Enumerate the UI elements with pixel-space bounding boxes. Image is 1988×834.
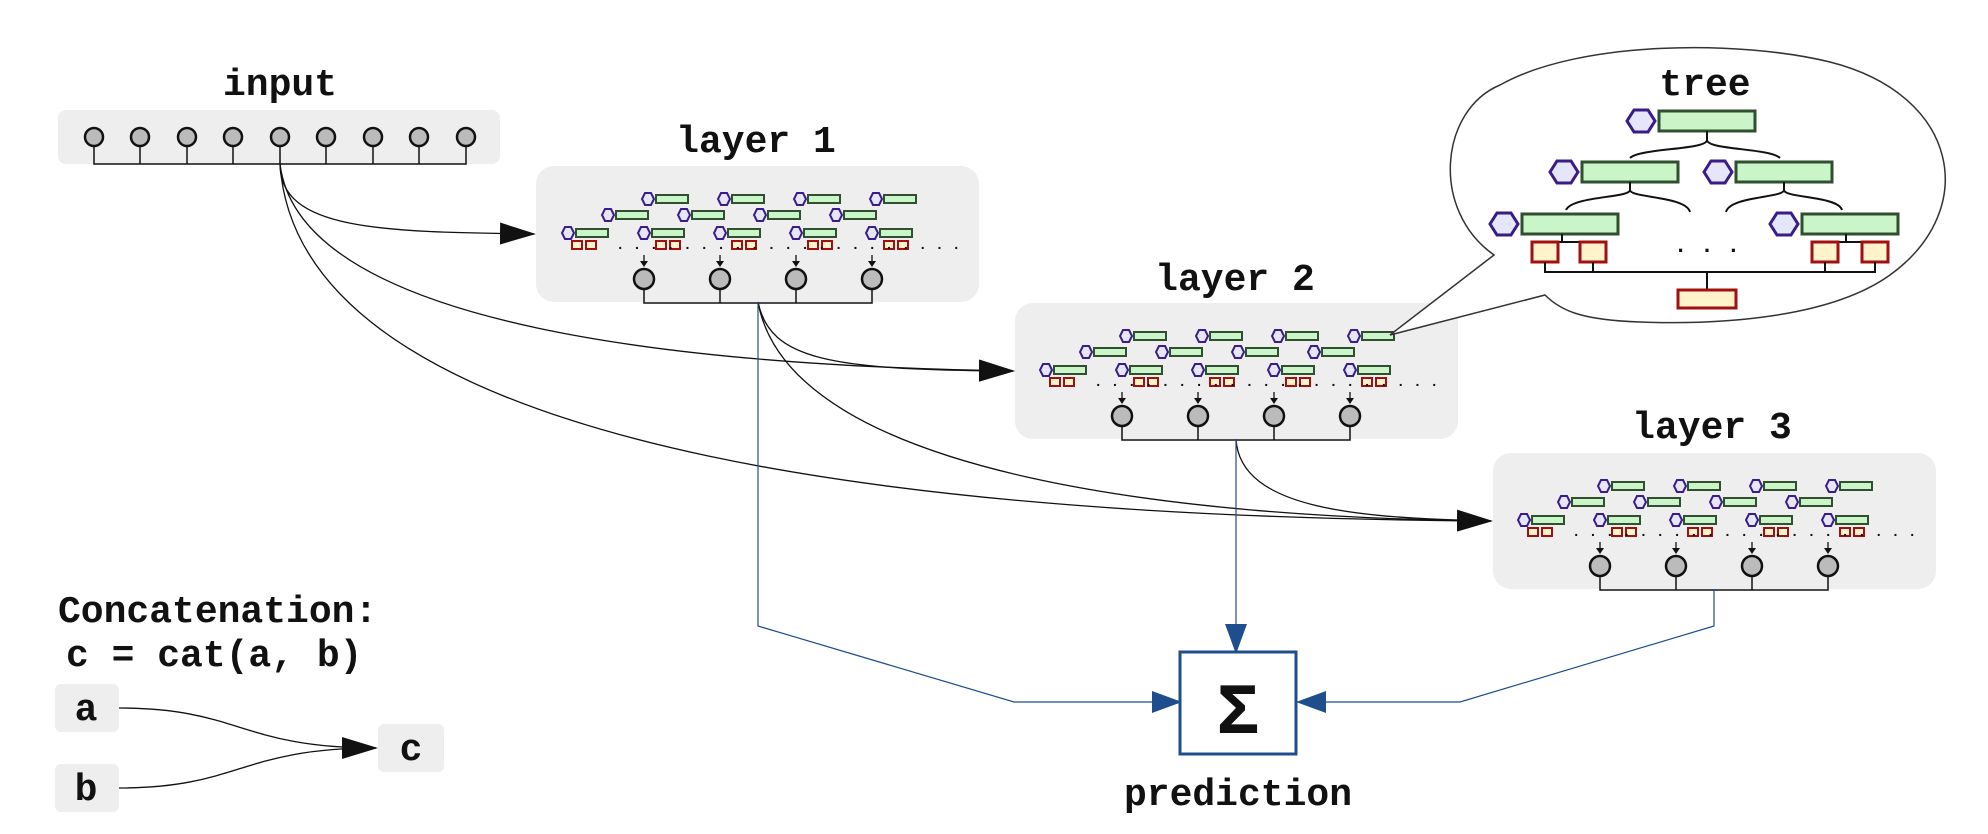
sum-box: [1178, 650, 1298, 756]
concat-title: Concatenation:: [58, 591, 377, 634]
input-title: input: [223, 64, 337, 107]
concat-formula: c = cat(a, b): [66, 635, 362, 678]
concat-b-label: b: [75, 769, 98, 812]
concat-a-box: [55, 684, 119, 732]
layer1-title: layer 1: [676, 121, 836, 164]
concat-a-label: a: [75, 689, 98, 732]
input-nodes: [83, 126, 477, 165]
prediction-label: prediction: [1124, 774, 1352, 817]
prediction-connections: [757, 302, 1715, 713]
sigma-icon: Σ: [1216, 673, 1259, 755]
tree-callout-bubble: [1389, 46, 1946, 336]
concat-b-box: [55, 764, 119, 812]
feature-connections: [279, 163, 1493, 532]
concat-c-label: c: [400, 729, 423, 772]
concat-c-box: [378, 724, 444, 772]
layer3-title: layer 3: [1632, 407, 1792, 450]
concat-connections: [118, 707, 378, 789]
tree-title: tree: [1659, 64, 1750, 107]
tree-detail: . . .: [1488, 108, 1900, 310]
tree-ellipsis: . . .: [1674, 234, 1740, 259]
layer2-title: layer 2: [1155, 259, 1315, 302]
